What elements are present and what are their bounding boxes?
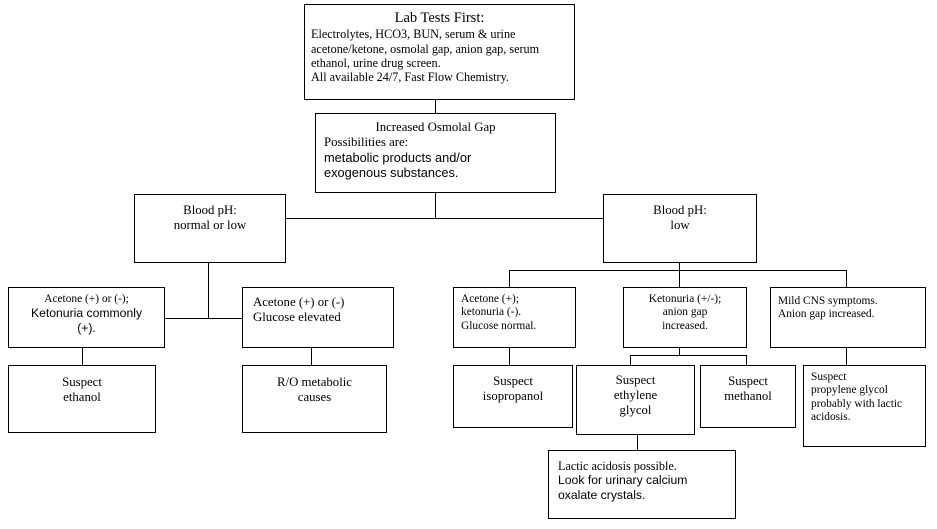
acetone-pos-line-2: Glucose normal. [461, 319, 537, 332]
osmolal-gap-line-3: exogenous substances. [324, 165, 459, 181]
node-acetone-ketonuria-commonly: Acetone (+) or (-); Ketonuria commonly (… [8, 287, 165, 348]
ph-low-line-1: low [670, 218, 690, 233]
connector-right-children-bus [509, 270, 847, 271]
connector-acetone-pos-to-isopropanol [509, 348, 510, 365]
mild-cns-line-0: Mild CNS symptoms. [778, 295, 878, 307]
node-suspect-propylene-glycol: Suspect propylene glycol probably with l… [803, 365, 926, 447]
lab-tests-line-4: All available 24/7, Fast Flow Chemistry. [311, 70, 509, 85]
node-suspect-isopropanol: Suspect isopropanol [453, 365, 573, 428]
node-ro-metabolic-causes: R/O metabolic causes [242, 365, 387, 433]
connector-drop-acetone-pos [509, 270, 510, 287]
ph-low-line-0: Blood pH: [653, 203, 707, 217]
node-suspect-ethylene-glycol: Suspect ethylene glycol [576, 365, 695, 435]
connector-ketonuria-stem [679, 348, 680, 356]
mild-cns-line-1: Anion gap increased. [778, 308, 875, 321]
lab-tests-line-1: Electrolytes, HCO3, BUN, serum & urine [311, 27, 516, 42]
connector-acetone-glucose-to-ro [311, 348, 312, 365]
connector-drop-ethylene-glycol [630, 355, 631, 365]
ketonuria-line-2: increased. [662, 319, 708, 332]
suspect-propylene-glycol-line-0: Suspect [811, 371, 847, 383]
connector-ph-normal-stem [208, 263, 209, 318]
suspect-ethylene-glycol-line-2: glycol [619, 403, 652, 418]
node-lab-tests-first: Lab Tests First: Electrolytes, HCO3, BUN… [304, 4, 575, 100]
lactic-acidosis-line-1: Look for urinary calcium [558, 473, 688, 488]
ph-normal-low-line-0: Blood pH: [183, 203, 237, 217]
suspect-ethanol-line-0: Suspect [62, 375, 102, 389]
osmolal-gap-line-1: Possibilities are: [324, 135, 409, 150]
lab-tests-title: Lab Tests First: [394, 10, 485, 26]
suspect-methanol-line-0: Suspect [728, 374, 768, 388]
ro-metabolic-line-0: R/O metabolic [277, 375, 352, 389]
acetone-pos-line-1: ketonuria (-). [461, 306, 522, 319]
connector-mild-cns-to-propylene [846, 348, 847, 365]
lab-tests-line-3: ethanol, urine drug screen. [311, 55, 441, 70]
acetone-ketonuria-line-1: Ketonuria commonly [30, 306, 143, 321]
connector-ph-low-stem [679, 263, 680, 271]
connector-acetone-ketonuria-to-ethanol [82, 348, 83, 365]
suspect-ethylene-glycol-line-0: Suspect [615, 373, 656, 387]
acetone-ketonuria-line-0: Acetone (+) or (-); [44, 293, 129, 305]
connector-ethylene-glycol-to-lactic [637, 434, 638, 450]
lab-tests-line-2: acetone/ketone, osmolal gap, anion gap, … [311, 41, 540, 56]
node-mild-cns-symptoms: Mild CNS symptoms. Anion gap increased. [770, 287, 926, 348]
acetone-glucose-line-1: Glucose elevated [253, 310, 341, 325]
node-suspect-methanol: Suspect methanol [700, 365, 796, 428]
suspect-ethylene-glycol-line-1: ethylene [613, 388, 658, 403]
ketonuria-line-1: anion gap [662, 306, 708, 319]
suspect-methanol-line-1: methanol [724, 389, 772, 404]
node-acetone-glucose-elevated: Acetone (+) or (-) Glucose elevated [242, 287, 394, 348]
connector-drop-methanol [746, 355, 747, 365]
acetone-pos-line-0: Acetone (+); [461, 293, 519, 305]
suspect-propylene-glycol-line-1: propylene glycol [811, 384, 888, 397]
lactic-acidosis-line-2: oxalate crystals. [558, 487, 646, 502]
ph-normal-low-line-1: normal or low [173, 218, 247, 233]
connector-osmolalgap-stem [435, 192, 436, 218]
connector-left-children-bus [165, 318, 243, 319]
acetone-ketonuria-line-2: (+). [77, 320, 96, 335]
suspect-ethanol-line-1: ethanol [63, 390, 101, 405]
lactic-acidosis-line-0: Lactic acidosis possible. [558, 459, 677, 473]
suspect-isopropanol-line-0: Suspect [493, 374, 533, 388]
ro-metabolic-line-1: causes [297, 390, 332, 405]
connector-ketonuria-bus [630, 355, 747, 356]
node-blood-ph-low: Blood pH: low [603, 194, 757, 263]
connector-drop-ketonuria [679, 270, 680, 287]
node-blood-ph-normal-or-low: Blood pH: normal or low [134, 194, 286, 263]
node-increased-osmolal-gap: Increased Osmolal Gap Possibilities are:… [315, 113, 556, 193]
node-lactic-acidosis-possible: Lactic acidosis possible. Look for urina… [548, 450, 736, 519]
ketonuria-line-0: Ketonuria (+/-); [648, 293, 722, 305]
connector-drop-mild-cns [846, 270, 847, 287]
osmolal-gap-title: Increased Osmolal Gap [375, 120, 496, 134]
suspect-propylene-glycol-line-3: acidosis. [811, 411, 851, 424]
suspect-isopropanol-line-1: isopropanol [482, 389, 544, 404]
suspect-propylene-glycol-line-2: probably with lactic [811, 397, 903, 410]
connector-labtests-to-osmolalgap [435, 99, 436, 113]
acetone-glucose-line-0: Acetone (+) or (-) [253, 295, 345, 309]
node-acetone-pos-glucose-normal: Acetone (+); ketonuria (-). Glucose norm… [453, 287, 576, 348]
node-ketonuria-anion-gap-increased: Ketonuria (+/-); anion gap increased. [623, 287, 747, 348]
connector-ph-bus [285, 218, 603, 219]
node-suspect-ethanol: Suspect ethanol [8, 365, 156, 433]
osmolal-gap-line-2: metabolic products and/or [324, 150, 472, 166]
